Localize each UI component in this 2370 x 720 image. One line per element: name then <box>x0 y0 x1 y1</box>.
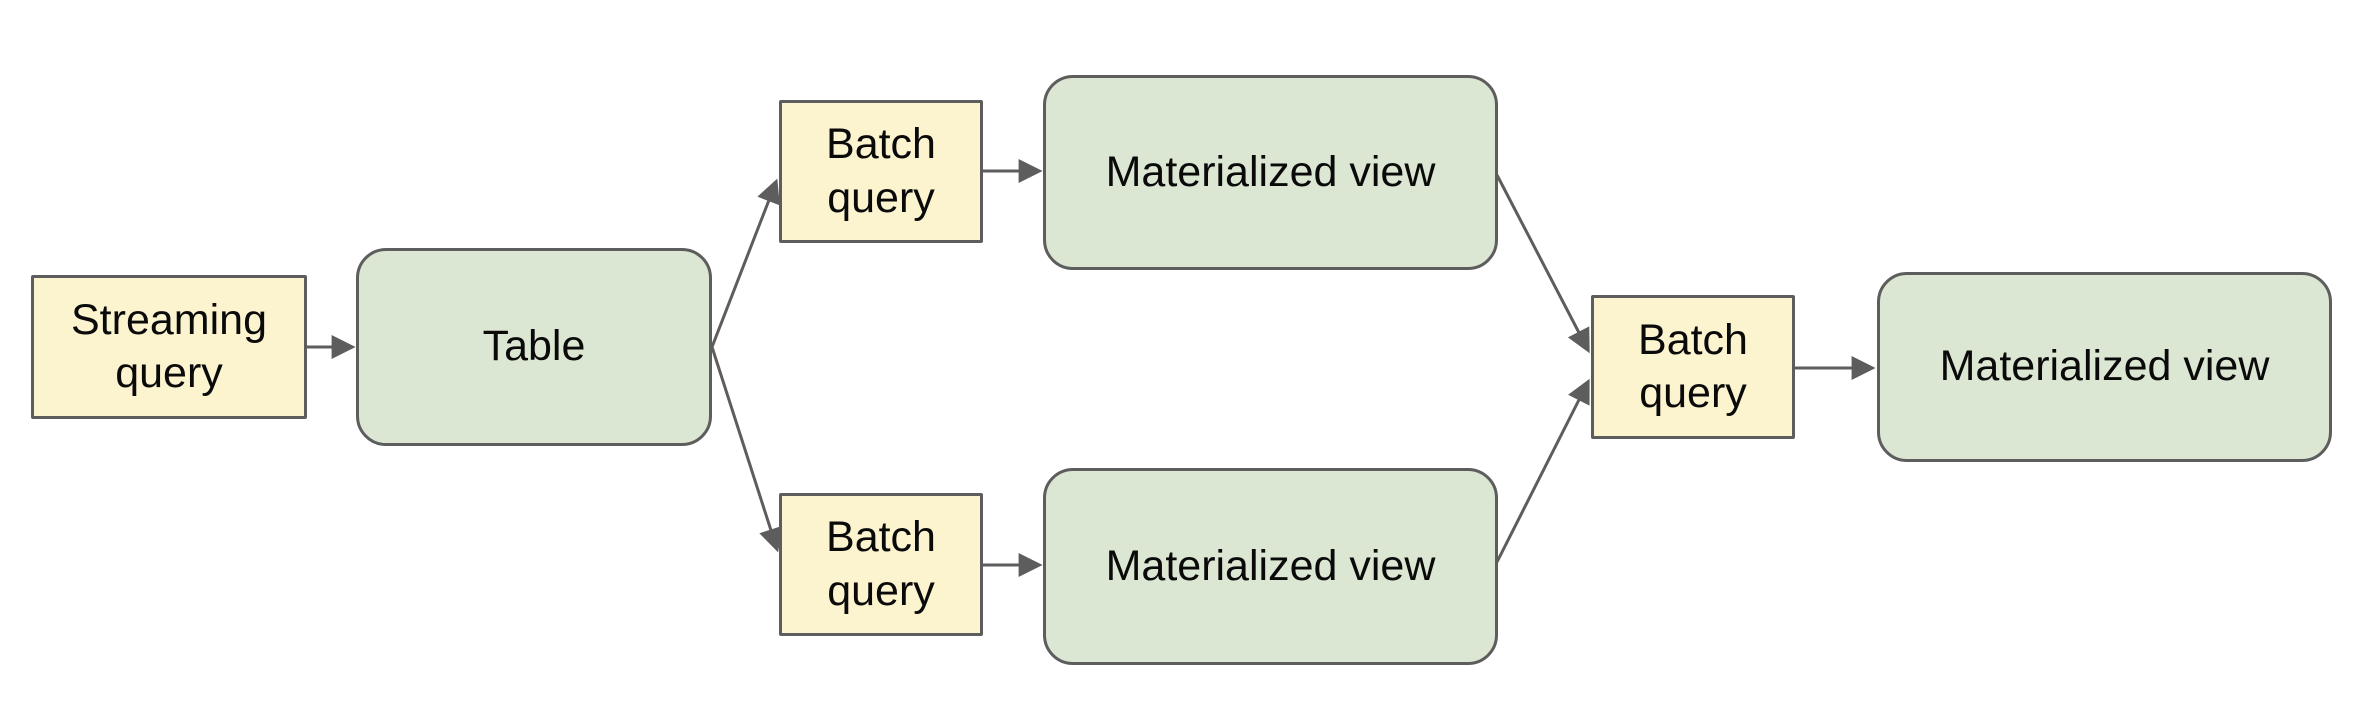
node-materialized-view-bottom: Materialized view <box>1043 468 1498 665</box>
node-batch-query-right: Batch query <box>1591 295 1795 439</box>
node-streaming-query: Streaming query <box>31 275 307 419</box>
node-materialized-view-right: Materialized view <box>1877 272 2332 462</box>
node-label-materialized-view-right: Materialized view <box>1939 342 2270 391</box>
edge-table-to-batch-query-top <box>710 178 780 348</box>
node-batch-query-top: Batch query <box>779 100 983 243</box>
node-label-table: Table <box>482 322 586 371</box>
node-label-materialized-view-top: Materialized view <box>1105 147 1436 196</box>
node-label-streaming-query: Streaming query <box>71 295 267 397</box>
node-label-batch-query-top: Batch query <box>826 120 936 222</box>
edge-materialized-view-top-to-batch-query-right <box>1495 174 1590 354</box>
edge-materialized-view-bottom-to-batch-query-right <box>1495 378 1590 563</box>
node-batch-query-bottom: Batch query <box>779 493 983 636</box>
node-table: Table <box>356 248 712 446</box>
node-label-batch-query-bottom: Batch query <box>826 513 936 615</box>
node-label-materialized-view-bottom: Materialized view <box>1105 541 1436 590</box>
node-label-batch-query-right: Batch query <box>1638 315 1748 417</box>
edge-table-to-batch-query-bottom <box>710 346 783 553</box>
node-materialized-view-top: Materialized view <box>1043 75 1498 270</box>
